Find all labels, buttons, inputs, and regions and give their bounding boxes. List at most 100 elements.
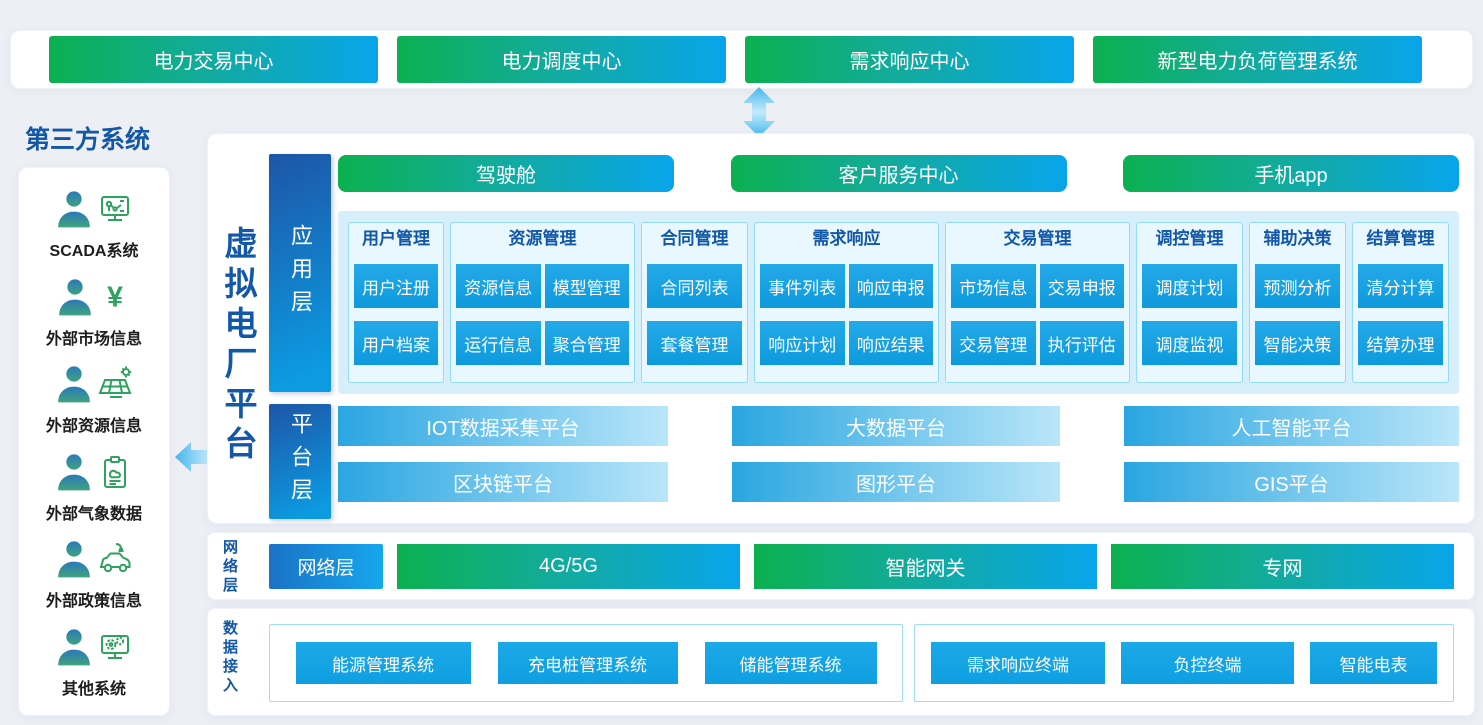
module-cell: 资源信息 xyxy=(456,264,541,308)
application-modules-panel: 用户管理 用户注册 用户档案 资源管理 资源信息 模型管理 运行信息 聚合管理 … xyxy=(338,211,1459,394)
platform-services-grid: IOT数据采集平台 大数据平台 人工智能平台 区块链平台 图形平台 GIS平台 xyxy=(338,406,1459,502)
third-party-item-label: 外部市场信息 xyxy=(45,330,142,348)
module-cell: 执行评估 xyxy=(1039,321,1124,365)
data-access-terminals-box: 需求响应终端 负控终端 智能电表 xyxy=(914,624,1454,702)
module-cell: 事件列表 xyxy=(760,264,845,308)
data-access-card: 数据接入 能源管理系统 充电桩管理系统 储能管理系统 需求响应终端 负控终端 智… xyxy=(207,608,1475,716)
person-icon xyxy=(58,454,90,491)
person-icon xyxy=(58,541,90,578)
person-icon xyxy=(58,366,90,403)
module-group-title: 交易管理 xyxy=(1003,229,1072,248)
customer-service-channel: 客户服务中心 xyxy=(730,155,1067,192)
network-layer-card: 网络层 网络层 4G/5G 智能网关 专网 xyxy=(207,532,1475,600)
module-cell: 运行信息 xyxy=(456,321,541,365)
module-cell: 响应计划 xyxy=(760,321,845,365)
third-party-item-weather: 外部气象数据 xyxy=(46,447,142,524)
module-cell: 市场信息 xyxy=(951,264,1036,308)
gis-platform: GIS平台 xyxy=(1124,462,1459,502)
ev-car-icon xyxy=(99,543,131,573)
third-party-item-scada: SCADA系统 xyxy=(49,184,139,261)
module-cell: 预测分析 xyxy=(1255,264,1340,308)
network-smart-gateway: 智能网关 xyxy=(754,544,1097,589)
module-cell: 套餐管理 xyxy=(647,321,742,365)
network-layer-badge: 网络层 xyxy=(269,544,383,589)
module-group-trade-mgmt: 交易管理 市场信息 交易申报 交易管理 执行评估 xyxy=(945,222,1130,383)
scada-monitor-icon xyxy=(101,196,129,222)
solar-panel-icon xyxy=(98,366,132,399)
data-access-systems-box: 能源管理系统 充电桩管理系统 储能管理系统 xyxy=(269,624,903,702)
network-private-network: 专网 xyxy=(1111,544,1454,589)
svg-text:¥: ¥ xyxy=(107,281,123,313)
demand-response-center: 需求响应中心 xyxy=(745,36,1074,83)
module-group-contract-mgmt: 合同管理 合同列表 套餐管理 xyxy=(641,222,748,383)
network-items-row: 网络层 4G/5G 智能网关 专网 xyxy=(269,544,1454,589)
blockchain-platform: 区块链平台 xyxy=(338,462,668,502)
module-cell: 响应结果 xyxy=(848,321,933,365)
module-group-settlement-mgmt: 结算管理 清分计算 结算办理 xyxy=(1352,222,1449,383)
module-group-resource-mgmt: 资源管理 资源信息 模型管理 运行信息 聚合管理 xyxy=(450,222,635,383)
yen-icon: ¥ xyxy=(107,281,123,313)
platform-layer-bar: 平台层 xyxy=(269,404,331,519)
module-group-title: 调控管理 xyxy=(1155,229,1224,248)
vpp-platform-title: 虚拟电厂平台 xyxy=(220,226,257,466)
third-party-panel: SCADA系统 ¥ 外部市场信息 xyxy=(18,167,170,716)
module-group-user-mgmt: 用户管理 用户注册 用户档案 xyxy=(348,222,444,383)
third-party-item-resource: 外部资源信息 xyxy=(46,359,142,436)
module-cell: 聚合管理 xyxy=(544,321,629,365)
module-cell: 交易管理 xyxy=(951,321,1036,365)
module-group-title: 辅助决策 xyxy=(1263,229,1332,248)
module-group-decision-support: 辅助决策 预测分析 智能决策 xyxy=(1249,222,1346,383)
smart-meter: 智能电表 xyxy=(1310,642,1437,684)
ai-platform: 人工智能平台 xyxy=(1124,406,1459,446)
load-management-system: 新型电力负荷管理系统 xyxy=(1093,36,1422,83)
energy-mgmt-system: 能源管理系统 xyxy=(295,642,471,684)
third-party-item-label: 其他系统 xyxy=(61,680,126,698)
third-party-item-label: 外部政策信息 xyxy=(45,593,142,611)
charging-pile-mgmt-system: 充电桩管理系统 xyxy=(497,642,678,684)
application-channels: 驾驶舱 客户服务中心 手机app xyxy=(338,155,1459,192)
module-group-control-mgmt: 调控管理 调度计划 调度监视 xyxy=(1136,222,1243,383)
module-cell: 合同列表 xyxy=(647,264,742,308)
power-trading-center: 电力交易中心 xyxy=(49,36,378,83)
module-group-demand-response: 需求响应 事件列表 响应申报 响应计划 响应结果 xyxy=(754,222,939,383)
mobile-app-channel: 手机app xyxy=(1123,155,1459,192)
external-systems-bar: 电力交易中心 电力调度中心 需求响应中心 新型电力负荷管理系统 xyxy=(10,30,1473,89)
module-cell: 模型管理 xyxy=(544,264,629,308)
module-cell: 交易申报 xyxy=(1039,264,1124,308)
cockpit-channel: 驾驶舱 xyxy=(338,155,674,192)
module-group-title: 需求响应 xyxy=(812,229,881,248)
third-party-item-policy: 外部政策信息 xyxy=(46,534,142,611)
storage-mgmt-system: 储能管理系统 xyxy=(704,642,877,684)
module-cell: 调度监视 xyxy=(1142,321,1237,365)
application-layer-bar: 应用层 xyxy=(269,154,331,392)
module-group-title: 合同管理 xyxy=(660,229,729,248)
module-group-title: 用户管理 xyxy=(362,229,430,248)
module-cell: 智能决策 xyxy=(1255,321,1340,365)
person-icon xyxy=(59,279,91,316)
third-party-item-label: 外部气象数据 xyxy=(45,505,142,523)
network-layer-side-label: 网络层 xyxy=(221,539,238,596)
weather-clipboard-icon xyxy=(103,455,126,488)
third-party-item-market: ¥ 外部市场信息 xyxy=(46,272,142,349)
data-access-side-label: 数据接入 xyxy=(221,620,238,696)
module-group-title: 结算管理 xyxy=(1366,229,1435,248)
power-dispatch-center: 电力调度中心 xyxy=(397,36,726,83)
demand-response-terminal: 需求响应终端 xyxy=(931,642,1105,684)
module-cell: 用户注册 xyxy=(354,264,438,308)
vpp-platform-card: 虚拟电厂平台 应用层 驾驶舱 客户服务中心 手机app 用户管理 用户注册 用户… xyxy=(207,133,1475,524)
person-icon xyxy=(58,628,90,665)
module-cell: 用户档案 xyxy=(354,321,438,365)
person-icon xyxy=(58,191,90,228)
load-control-terminal: 负控终端 xyxy=(1121,642,1294,684)
bigdata-platform: 大数据平台 xyxy=(732,406,1060,446)
vertical-double-arrow-icon xyxy=(743,87,775,137)
module-cell: 调度计划 xyxy=(1142,264,1237,308)
module-group-title: 资源管理 xyxy=(508,229,577,248)
module-cell: 结算办理 xyxy=(1358,321,1443,365)
third-party-title: 第三方系统 xyxy=(25,126,151,154)
module-cell: 响应申报 xyxy=(848,264,933,308)
third-party-item-label: SCADA系统 xyxy=(49,243,139,261)
network-4g5g: 4G/5G xyxy=(397,544,740,589)
iot-platform: IOT数据采集平台 xyxy=(338,406,668,446)
